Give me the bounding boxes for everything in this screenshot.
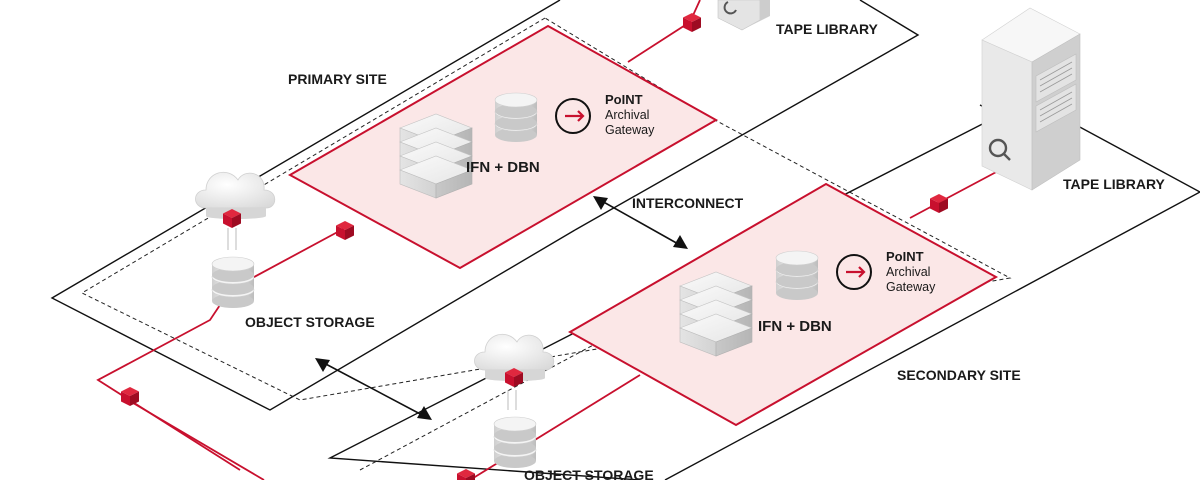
primary-object-storage-icon: [211, 256, 255, 309]
arrow-circle-icon: [555, 98, 591, 134]
primary-database-icon: [494, 92, 538, 143]
tape-library-right-icon: [981, 7, 1081, 191]
red-connector-marker: [683, 13, 701, 32]
secondary-object-storage-label: OBJECT STORAGE: [524, 467, 654, 480]
secondary-gateway-brand: PoINT: [886, 249, 924, 264]
arrow-circle-icon: [836, 254, 872, 290]
secondary-ifn-dbn-label: IFN + DBN: [758, 318, 832, 335]
tape-library-top-icon: [717, 0, 770, 31]
tape-library-right-label: TAPE LIBRARY: [1063, 176, 1166, 192]
secondary-gateway-line1: Archival: [886, 265, 930, 279]
secondary-database-icon: [775, 250, 819, 301]
primary-gateway-line2: Gateway: [605, 123, 655, 137]
primary-ifn-dbn-label: IFN + DBN: [466, 159, 540, 176]
red-connector-marker: [457, 469, 475, 480]
primary-server-stack: [399, 113, 473, 199]
primary-site-label: PRIMARY SITE: [288, 71, 387, 87]
primary-site-frame: [50, 0, 920, 411]
secondary-server-stack: [679, 271, 753, 357]
red-connector-marker: [121, 387, 139, 406]
red-connector-marker: [930, 194, 948, 213]
storage-sync-arrow: [315, 358, 432, 420]
interconnect-label: INTERCONNECT: [632, 195, 744, 211]
secondary-cloud-link: [507, 390, 517, 410]
primary-gateway-zone: [287, 24, 719, 270]
secondary-gateway-zone: [567, 182, 999, 427]
secondary-site-label: SECONDARY SITE: [897, 367, 1021, 383]
primary-object-storage-label: OBJECT STORAGE: [245, 314, 375, 330]
secondary-gateway-logo: PoINT Archival Gateway: [836, 249, 936, 294]
interconnect-arrow: [593, 196, 688, 249]
red-connector-marker: [336, 221, 354, 240]
tape-library-top-label: TAPE LIBRARY: [776, 21, 879, 37]
primary-gateway-logo: PoINT Archival Gateway: [555, 92, 655, 137]
primary-cloud-link: [227, 228, 237, 250]
primary-gateway-brand: PoINT: [605, 92, 643, 107]
secondary-gateway-line2: Gateway: [886, 280, 936, 294]
primary-gateway-line1: Archival: [605, 108, 649, 122]
secondary-object-storage-icon: [493, 416, 537, 469]
